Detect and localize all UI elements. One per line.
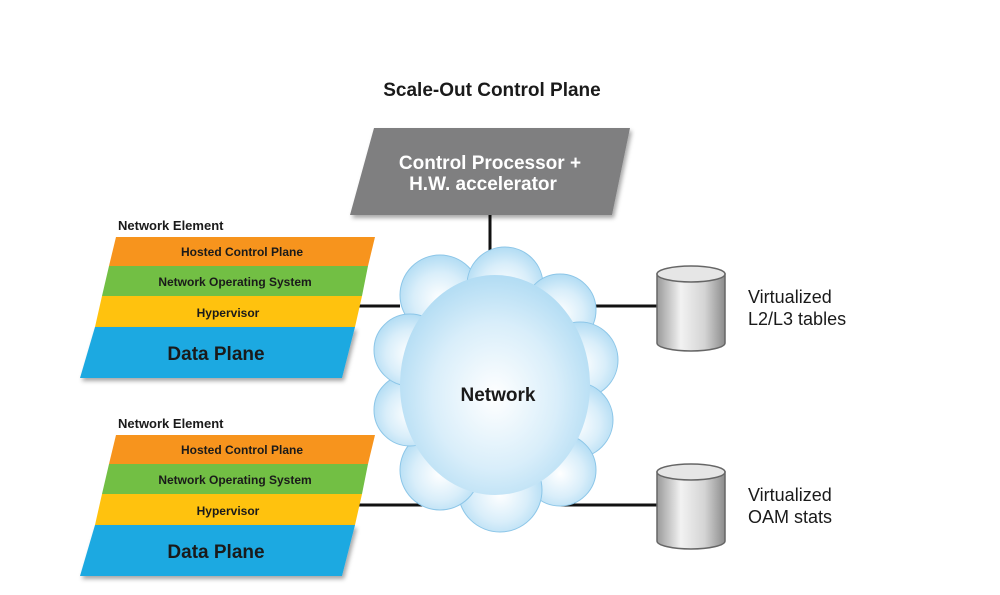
- control-processor-line1: Control Processor +: [399, 153, 581, 174]
- layer-hypervisor: [95, 494, 362, 525]
- database-label-line2: OAM stats: [748, 507, 832, 527]
- database-cylinder-1: Virtualized L2/L3 tables: [656, 265, 846, 352]
- database-label-line2: L2/L3 tables: [748, 309, 846, 329]
- layer-label: Data Plane: [167, 344, 264, 365]
- diagram-title: Scale-Out Control Plane: [383, 80, 600, 101]
- network-label: Network: [461, 385, 536, 406]
- layer-label: Network Operating System: [158, 473, 311, 487]
- layer-label: Hosted Control Plane: [181, 245, 303, 259]
- layer-label: Data Plane: [167, 542, 264, 563]
- control-processor: Control Processor + H.W. accelerator: [350, 128, 630, 215]
- network-element-caption: Network Element: [118, 416, 224, 431]
- layer-label: Network Operating System: [158, 275, 311, 289]
- network-cloud: Network: [373, 246, 619, 533]
- database-top: [656, 265, 726, 283]
- database-top: [656, 463, 726, 481]
- layer-hosted-control-plane: [109, 435, 375, 464]
- layer-data-plane: [80, 327, 355, 378]
- control-processor-line2: H.W. accelerator: [409, 174, 557, 195]
- database-label-line1: Virtualized: [748, 287, 832, 307]
- layer-label: Hypervisor: [197, 306, 260, 320]
- layer-data-plane: [80, 525, 355, 576]
- control-processor-shape: [350, 128, 630, 215]
- layer-network-os: [102, 464, 368, 494]
- database-label-line1: Virtualized: [748, 485, 832, 505]
- layer-label: Hosted Control Plane: [181, 443, 303, 457]
- layer-label: Hypervisor: [197, 504, 260, 518]
- network-element-caption: Network Element: [118, 218, 224, 233]
- network-element-2: Network Element Hosted Control Plane Net…: [80, 416, 375, 576]
- layer-network-os: [102, 266, 368, 296]
- database-cylinder-2: Virtualized OAM stats: [656, 463, 832, 550]
- network-element-1: Network Element Hosted Control Plane Net…: [80, 218, 375, 378]
- database-icon: [656, 273, 726, 352]
- layer-hosted-control-plane: [109, 237, 375, 266]
- database-icon: [656, 471, 726, 550]
- layer-hypervisor: [95, 296, 362, 327]
